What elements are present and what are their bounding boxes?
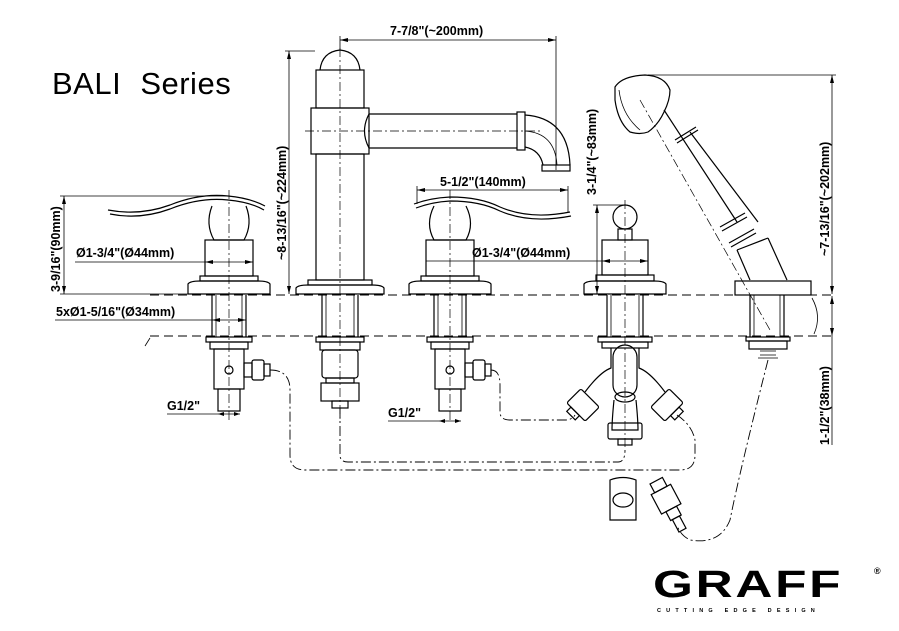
- dim-spout-reach: 7-7/8"(~200mm): [339, 24, 557, 170]
- hoses: [269, 359, 769, 542]
- hole-diameter-label: 5xØ1-5/16"(Ø34mm): [56, 305, 175, 319]
- deck-outline: [144, 294, 832, 347]
- dim-spout-height: ~8-13/16"(~224mm): [275, 50, 315, 294]
- dim-deck-thickness: 1-1/2"(38mm): [818, 296, 834, 445]
- dim-handle-height: 3-9/16"(90mm): [49, 195, 230, 295]
- dim-handle-diameter-right: Ø1-3/4"(Ø44mm): [426, 246, 648, 263]
- dim-inlet-right: G1/2": [388, 406, 461, 423]
- hose-fittings: [609, 476, 687, 533]
- dim-inlet-left: G1/2": [167, 399, 240, 416]
- diverter-height-label: 3-1/4"(~83mm): [585, 109, 599, 195]
- logo-tagline: CUTTING EDGE DESIGN: [657, 608, 820, 614]
- graff-logo: GRAFF ® CUTTING EDGE DESIGN: [653, 566, 881, 614]
- inlet-right-label: G1/2": [388, 406, 421, 420]
- logo-brand: GRAFF: [653, 564, 844, 606]
- deck-thickness-label: 1-1/2"(38mm): [818, 366, 832, 445]
- handshower: [614, 74, 812, 359]
- dim-handle-length: 5-1/2"(140mm): [416, 175, 569, 212]
- right-handle-valve: [408, 190, 572, 420]
- left-handle-valve: [107, 190, 271, 420]
- handle-length-label: 5-1/2"(140mm): [440, 175, 526, 189]
- series-title: BALI Series: [52, 66, 232, 101]
- spout-reach-label: 7-7/8"(~200mm): [390, 24, 483, 38]
- handle-height-label: 3-9/16"(90mm): [49, 206, 63, 292]
- dim-handshower-height: ~7-13/16"(~202mm): [648, 74, 836, 294]
- spout-height-label: ~8-13/16"(~224mm): [275, 146, 289, 260]
- handle-diameter-right-label: Ø1-3/4"(Ø44mm): [472, 246, 570, 260]
- dim-handle-diameter-left: Ø1-3/4"(Ø44mm): [75, 246, 253, 264]
- handshower-height-label: ~7-13/16"(~202mm): [818, 142, 832, 256]
- spout: [295, 48, 571, 420]
- dim-hole-diameter: 5xØ1-5/16"(Ø34mm): [55, 305, 246, 322]
- diverter: [565, 200, 685, 450]
- inlet-left-label: G1/2": [167, 399, 200, 413]
- dim-diverter-height: 3-1/4"(~83mm): [585, 109, 625, 294]
- handle-diameter-left-label: Ø1-3/4"(Ø44mm): [76, 246, 174, 260]
- registered-mark: ®: [874, 566, 881, 576]
